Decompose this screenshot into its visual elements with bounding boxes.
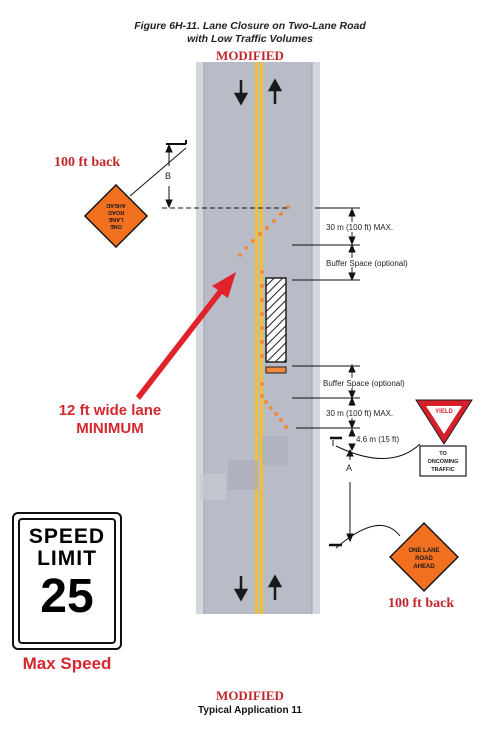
direction-arrow-up-bottom xyxy=(267,574,283,600)
sign-right-line2: ROAD xyxy=(415,556,433,562)
sign-left-line2: LANE xyxy=(108,216,123,222)
max-speed-label: Max Speed xyxy=(22,654,112,673)
work-vehicle-shadow-3 xyxy=(262,436,288,466)
one-lane-road-ahead-sign-right: ONE LANE ROAD AHEAD xyxy=(388,521,460,593)
lane-width-line1: 12 ft wide lane xyxy=(58,402,162,419)
direction-arrow-down-top xyxy=(233,80,249,106)
arrow-board xyxy=(265,366,287,374)
sign-leader-yield xyxy=(335,443,421,459)
sign-left-line4: AHEAD xyxy=(106,202,126,208)
direction-arrow-down-bottom xyxy=(233,576,249,602)
back-distance-label-right: 100 ft back xyxy=(388,596,455,611)
dim-top-taper: 30 m (100 ft) MAX. xyxy=(326,223,393,232)
back-distance-label-left: 100 ft back xyxy=(54,155,121,170)
lane-width-label: 12 ft wide lane MINIMUM xyxy=(40,402,180,438)
one-lane-road-ahead-sign-left: ONE LANE ROAD AHEAD xyxy=(83,183,149,249)
dimension-b xyxy=(165,140,187,209)
dimension-arrows xyxy=(348,207,356,452)
sign-leader-left xyxy=(129,147,187,197)
centerline xyxy=(255,62,263,614)
figure-title-line2: with Low Traffic Volumes xyxy=(187,33,313,45)
speed-limit-line2: LIMIT xyxy=(37,547,97,570)
cone-taper-bottom xyxy=(264,400,288,429)
dim-bottom-taper: 30 m (100 ft) MAX. xyxy=(326,409,393,418)
work-vehicle-shadow-2 xyxy=(228,460,258,490)
plaque-line3: TRAFFIC xyxy=(431,467,455,473)
dim-label-a: A xyxy=(346,463,352,473)
modified-label-bottom: MODIFIED xyxy=(216,688,284,703)
yield-text: YIELD xyxy=(435,409,453,415)
dim-buffer-bottom: Buffer Space (optional) xyxy=(323,379,405,388)
speed-limit-line1: SPEED xyxy=(28,525,106,548)
cone-buffer-line xyxy=(260,270,264,398)
dim-yield-offset: 4.6 m (15 ft) xyxy=(356,435,399,444)
plaque-line2: ONCOMING xyxy=(428,459,459,465)
sign-left-line3: ROAD xyxy=(108,209,124,215)
work-vehicle-shadow xyxy=(200,474,226,500)
speed-limit-value: 25 xyxy=(40,570,94,623)
plaque-line1: TO xyxy=(439,451,447,457)
dim-buffer-top: Buffer Space (optional) xyxy=(326,259,408,268)
sign-left-line1: ONE xyxy=(110,223,122,229)
yield-sign: YIELD xyxy=(415,399,473,445)
dim-label-b: B xyxy=(165,171,171,181)
direction-arrow-up-top xyxy=(267,78,283,104)
figure-title-line1: Figure 6H-11. Lane Closure on Two-Lane R… xyxy=(134,20,366,32)
speed-limit-sign: SPEED LIMIT 25 xyxy=(12,512,122,650)
dimension-a xyxy=(329,436,354,547)
dimension-extension-lines xyxy=(292,207,360,429)
sign-leader-right xyxy=(335,524,401,549)
cone-taper-top xyxy=(238,205,290,257)
yield-plaque: TO ONCOMING TRAFFIC xyxy=(419,445,467,477)
sign-right-line1: ONE LANE xyxy=(408,548,439,554)
lane-width-line2: MINIMUM xyxy=(76,420,144,437)
lane-width-arrow xyxy=(136,272,236,400)
work-area xyxy=(265,277,287,363)
sign-right-line3: AHEAD xyxy=(413,564,435,570)
typical-application-caption: Typical Application 11 xyxy=(198,705,302,716)
modified-label-top: MODIFIED xyxy=(216,48,284,63)
